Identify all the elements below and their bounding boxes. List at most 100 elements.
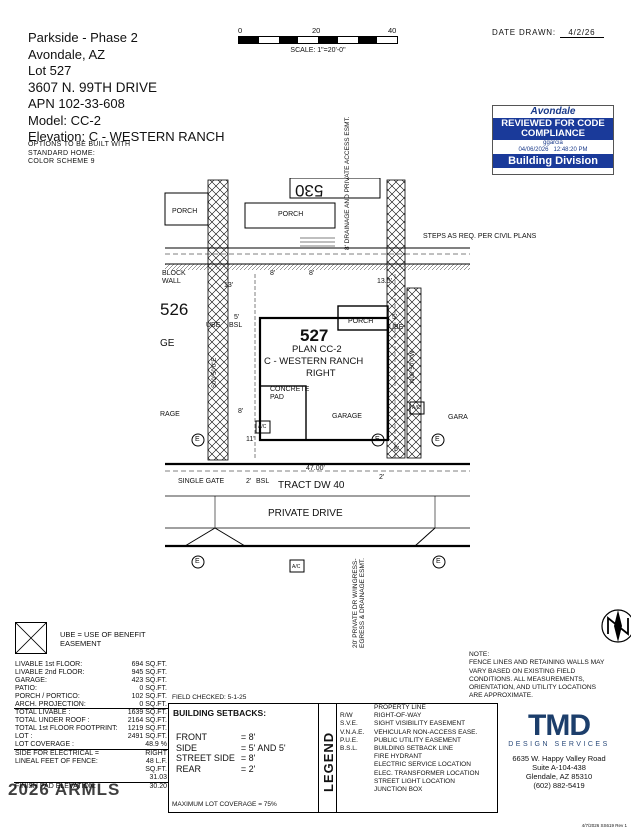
- date-value: 4/2/26: [559, 28, 604, 38]
- area-row: LIVABLE 2nd FLOOR: 945 SQ.FT.: [14, 669, 168, 677]
- legend-abbrev: [338, 778, 372, 786]
- lot-530-label: 530: [295, 181, 324, 200]
- options-note: OPTIONS TO BE BUILT WITH STANDARD HOME: …: [28, 141, 130, 167]
- legend-abbrev: P.U.E.: [340, 736, 358, 744]
- area-row: LINEAL FEET OF FENCE:48 L.F.: [14, 758, 168, 766]
- area-label: LIVABLE 2nd FLOOR:: [15, 668, 85, 676]
- legend-desc: JUNCTION BOX: [374, 786, 423, 794]
- area-value: 31.03: [149, 773, 167, 781]
- setback-row: SIDE= 5' AND 5': [173, 743, 289, 754]
- note-title: NOTE:: [469, 651, 490, 658]
- legend-title: LEGEND: [321, 731, 336, 792]
- dimension-5: 5': [394, 446, 400, 453]
- apn-number: APN 102-33-608: [28, 96, 125, 111]
- project-name: Parkside - Phase 2: [28, 30, 138, 45]
- drainage-easement-label: 8' DRAINAGE AND PRIVATE ACCESS ESMT.: [344, 116, 351, 250]
- legend-row: JUNCTION BOX: [338, 786, 481, 794]
- setbacks-title: BUILDING SETBACKS:: [173, 708, 267, 718]
- area-value: 2164 SQ.FT.: [127, 717, 167, 725]
- setback-label: STREET SIDE: [176, 753, 235, 763]
- ube-definition-line: EASEMENT: [60, 639, 102, 648]
- area-value: 0 SQ.FT.: [139, 684, 167, 692]
- company-logo: TMD: [528, 709, 591, 742]
- area-row: TOTAL LIVABLE :1639 SQ.FT.: [14, 708, 168, 718]
- company-phone: (602) 882-5419: [533, 781, 585, 790]
- bsl-label: BSL: [256, 478, 270, 485]
- scale-bar: 0 20 40 SCALE: 1"=20'-0": [238, 26, 398, 54]
- max-lot-coverage: MAXIMUM LOT COVERAGE = 75%: [172, 801, 277, 808]
- legend-desc: SIGHT VISIBILITY EASEMENT: [374, 720, 466, 728]
- scale-caption: SCALE: 1"=20'-0": [290, 47, 346, 54]
- setback-value: = 2': [240, 763, 256, 774]
- area-label: LOT COVERAGE :: [15, 741, 74, 749]
- private-drive-label: PRIVATE DRIVE: [268, 508, 343, 519]
- legend-abbrev: [338, 770, 372, 778]
- area-label: SIDE FOR ELECTRICAL =: [14, 748, 125, 758]
- setback-label: FRONT: [176, 732, 207, 742]
- electric-service-marker: E: [195, 436, 200, 443]
- bearing-left: S00°50'0"E: [212, 357, 218, 388]
- legend-abbrev: B.S.L.: [340, 745, 358, 753]
- plan-elevation: C - WESTERN RANCH: [264, 356, 364, 367]
- scale-tick: 0: [238, 26, 243, 35]
- neighbor-porch-label: PORCH: [278, 211, 304, 218]
- company-address-line: Suite A-104-438: [532, 763, 586, 772]
- legend-row: STREET LIGHT LOCATION: [338, 778, 481, 786]
- stamp-city: Avondale: [530, 106, 576, 117]
- legend-abbrev: [338, 704, 372, 712]
- area-label: GARAGE:: [15, 676, 47, 684]
- bsl-label: BSL: [229, 322, 243, 329]
- area-label: PATIO:: [15, 684, 37, 692]
- company-address-line: 6635 W. Happy Valley Road: [512, 754, 606, 763]
- company-block: TMD DESIGN SERVICES 6635 W. Happy Valley…: [496, 703, 622, 811]
- lot-number: Lot 527: [28, 63, 72, 78]
- legend-abbrev: S.V.E.: [340, 720, 358, 728]
- ube-definition: UBE = USE OF BENEFIT EASEMENT: [60, 630, 146, 648]
- area-row: TOTAL UNDER ROOF : 2164 SQ.FT.: [14, 717, 168, 725]
- ac-unit: A/C: [412, 405, 421, 411]
- area-value: SQ.FT.: [145, 765, 167, 773]
- neighbor-garage-label: GARA: [448, 414, 468, 421]
- date-drawn: DATE DRAWN:4/2/26: [492, 28, 604, 38]
- legend-word-column: LEGEND: [319, 704, 337, 812]
- area-label: PORCH / PORTICO:: [15, 692, 80, 700]
- area-label: LIVABLE 1st FLOOR:: [15, 661, 83, 668]
- setback-value: = 8': [240, 732, 256, 742]
- area-label: FINISH PAD ELEVATION:: [14, 781, 125, 791]
- general-note: NOTE: FENCE LINES AND RETAINING WALLS MA…: [469, 651, 619, 701]
- site-plan-drawing: [164, 178, 470, 573]
- footer-revision: 4/7/2026 SS619 Rev 1: [581, 823, 627, 828]
- area-value: 423 SQ.FT.: [131, 676, 167, 684]
- area-row: SQ.FT.: [14, 766, 168, 774]
- north-arrow-icon: [601, 609, 631, 643]
- scale-tick: 20: [312, 26, 321, 35]
- stamp-line: REVIEWED FOR CODE: [501, 118, 605, 129]
- title-block: Parkside - Phase 2 Avondale, AZ Lot 527 …: [28, 30, 224, 146]
- area-row: LOT :2491 SQ.FT.: [14, 733, 168, 741]
- area-value: 102 SQ.FT.: [131, 692, 167, 700]
- stamp-reviewer: ggarcia: [543, 140, 563, 146]
- area-label: TOTAL UNDER ROOF :: [15, 717, 90, 725]
- options-line: COLOR SCHEME 9: [28, 158, 95, 166]
- legend-desc: BUILDING SETBACK LINE: [374, 745, 454, 753]
- setback-label: REAR: [176, 763, 202, 774]
- note-line: FENCE LINES AND RETAINING WALLS MAY: [469, 659, 605, 667]
- review-stamp: Avondale REVIEWED FOR CODE COMPLIANCE gg…: [492, 105, 614, 175]
- area-row: LOT COVERAGE :48.9 %: [14, 741, 168, 749]
- project-city: Avondale, AZ: [28, 46, 106, 62]
- area-value: 945 SQ.FT.: [131, 668, 167, 676]
- legend-desc: ELEC. TRANSFORMER LOCATION: [374, 769, 480, 777]
- area-row: ARCH. PROJECTION:0 SQ.FT.: [14, 701, 168, 709]
- area-value: 694 SQ.FT.: [131, 661, 167, 668]
- area-value: RIGHT: [124, 748, 168, 758]
- side-setback-dim: 5': [234, 314, 240, 321]
- dimension-8: 8': [238, 408, 244, 415]
- steps-note: STEPS AS REQ. PER CIVIL PLANS: [423, 233, 537, 240]
- neighbor-garage-label: RAGE: [160, 411, 180, 418]
- area-label: TOTAL LIVABLE :: [14, 708, 125, 718]
- area-row: PORCH / PORTICO: 102 SQ.FT.: [14, 693, 168, 701]
- area-value: 1219 SQ.FT.: [127, 725, 167, 733]
- area-row: TOTAL 1st FLOOR FOOTPRINT:1219 SQ.FT.: [14, 725, 168, 733]
- stamp-line: COMPLIANCE: [521, 128, 585, 139]
